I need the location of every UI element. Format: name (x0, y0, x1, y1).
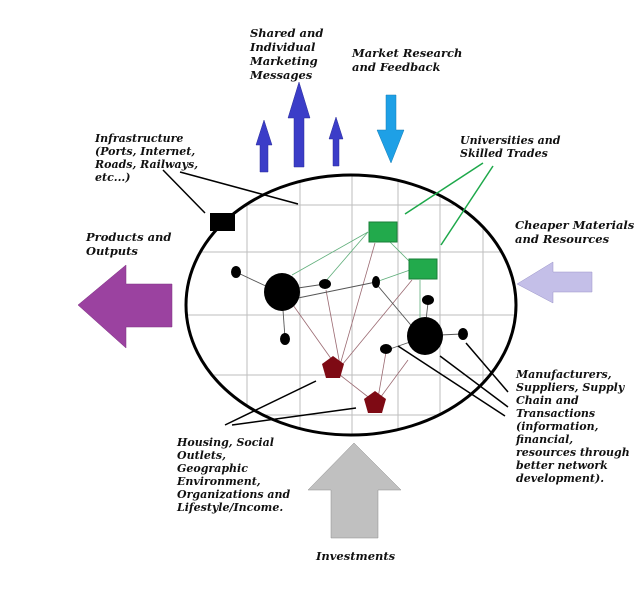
universities-label: Universities and Skilled Trades (460, 134, 561, 160)
link (292, 304, 333, 361)
network-boundary (184, 173, 518, 437)
market-research-label: Market Research and Feedback (352, 46, 463, 74)
link (339, 374, 373, 401)
link (387, 239, 411, 263)
business-hub-node (407, 317, 443, 355)
housing-node (364, 391, 386, 413)
arrow-up-icon (287, 81, 311, 168)
housing-node (322, 356, 344, 378)
callout-line (179, 171, 299, 205)
business-node (458, 328, 468, 340)
university-node (368, 221, 398, 243)
link (377, 285, 416, 331)
infrastructure-callout-lines (162, 169, 299, 214)
link (235, 271, 271, 289)
arrow-left-icon (516, 261, 593, 304)
callout-line (224, 380, 317, 426)
business-node (319, 279, 331, 289)
business-node (422, 295, 434, 305)
cheaper-materials-label: Cheaper Materials and Resources (515, 218, 635, 246)
infrastructure-label: Infrastructure (Ports, Internet, Roads, … (95, 132, 199, 184)
callout-line (440, 165, 494, 246)
marketing-arrows (255, 81, 344, 173)
housing-links (292, 242, 413, 401)
callout-line (439, 355, 509, 408)
link (379, 359, 409, 399)
university-links (291, 231, 421, 325)
link (297, 281, 377, 299)
link (377, 351, 387, 399)
arrow-up-icon (307, 442, 402, 539)
callout-line (465, 342, 509, 393)
callout-line (162, 169, 206, 214)
arrow-down-icon (376, 94, 405, 164)
housing-label: Housing, Social Outlets, Geographic Envi… (177, 436, 291, 514)
manufacturers-callout-lines (397, 342, 509, 417)
products-outputs-label: Products and Outputs (86, 230, 172, 258)
link (325, 289, 341, 366)
business-node (231, 266, 241, 278)
university-node (408, 258, 438, 280)
link (341, 279, 413, 366)
manufacturers-label: Manufacturers, Suppliers, Supply Chain a… (516, 368, 630, 485)
callout-line (397, 345, 506, 417)
marketing-messages-label: Shared and Individual Marketing Messages (250, 26, 324, 82)
business-node (280, 333, 290, 345)
link (339, 242, 376, 366)
link (291, 231, 369, 276)
arrow-up-icon (328, 116, 344, 167)
arrow-left-icon (77, 264, 173, 349)
link (324, 231, 369, 283)
universities-callout-lines (404, 162, 494, 246)
business-hub-node (264, 273, 300, 311)
callout-line (231, 407, 357, 426)
investments-label: Investments (316, 549, 396, 563)
business-node (372, 276, 380, 288)
infrastructure-node (210, 213, 235, 231)
arrow-up-icon (255, 119, 273, 173)
housing-callout-lines (224, 380, 357, 426)
link (375, 269, 411, 283)
callout-line (404, 162, 484, 215)
business-nodes (231, 266, 468, 355)
business-node (380, 344, 392, 354)
